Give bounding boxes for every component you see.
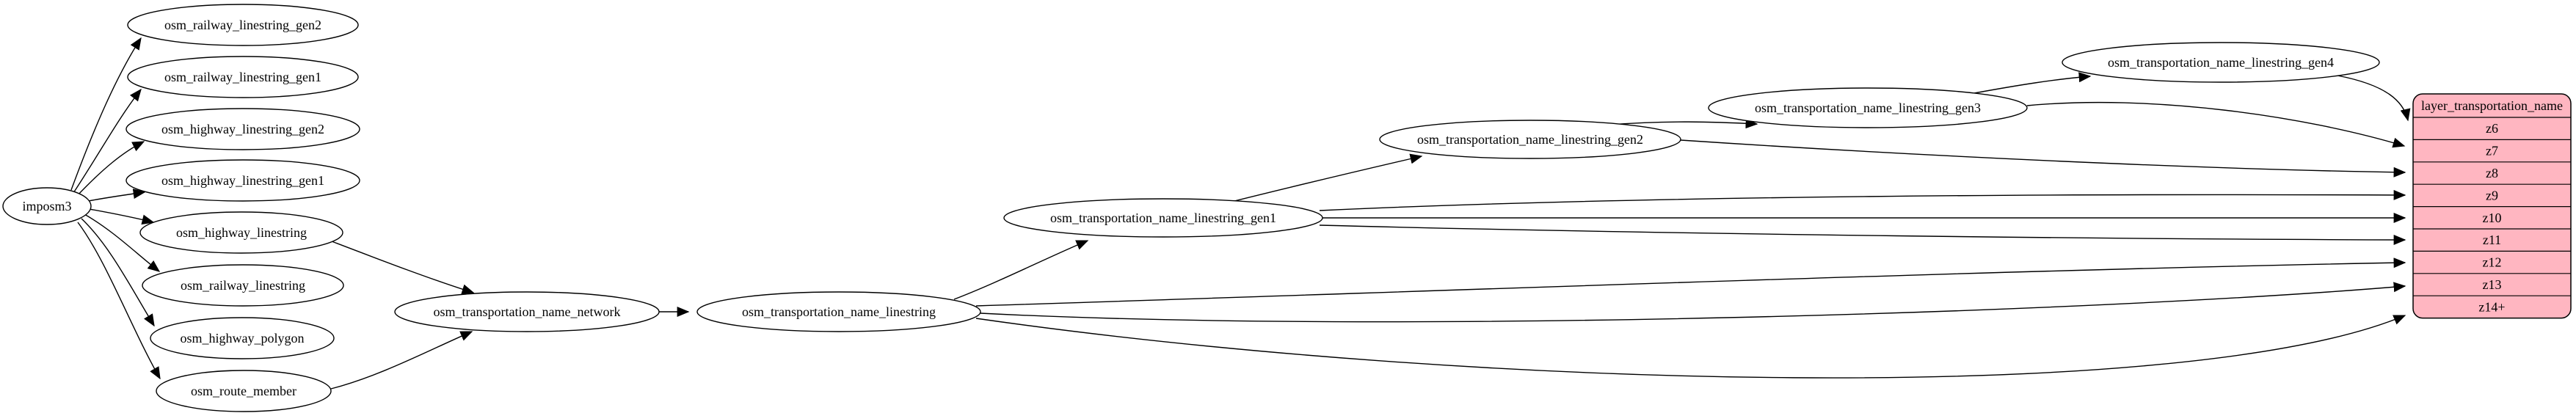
node-osm_railway_linestring-shape: [142, 264, 344, 307]
table-layer_transportation_name: layer_transportation_name z6 z7 z8 z9 z10 z11 z…: [2412, 93, 2572, 319]
node-osm_railway_linestring-label: osm_railway_linestring: [181, 278, 305, 293]
node-osm_transportation_name_linestring_gen4-shape: [2062, 42, 2380, 83]
edge-osm_transportation_name_linestring_gen1-to-z11: [1319, 224, 2406, 245]
node-osm_railway_linestring_gen1-shape: [127, 56, 359, 98]
node-osm_highway_polygon: osm_highway_polygon: [150, 317, 335, 359]
node-osm_route_member-label: osm_route_member: [191, 384, 296, 398]
node-osm_route_member-shape: [156, 370, 332, 412]
node-imposm3-shape: [2, 187, 92, 225]
node-osm_railway_linestring: osm_railway_linestring: [142, 264, 344, 307]
edge-osm_transportation_name_linestring_gen3-to-z7: [2026, 101, 2406, 148]
node-osm_highway_linestring-label: osm_highway_linestring: [176, 225, 307, 240]
edge-imposm3-to-osm_highway_linestring_gen2: [76, 141, 145, 197]
node-osm_highway_linestring-shape: [139, 211, 343, 254]
node-osm_transportation_name_linestring_gen1: osm_transportation_name_linestring_gen1: [1003, 198, 1323, 238]
table-layer_transportation_name-title: layer_transportation_name: [2421, 98, 2563, 113]
table-row-z6-label: z6: [2486, 121, 2498, 136]
node-osm_highway_linestring_gen1-label: osm_highway_linestring_gen1: [161, 173, 324, 188]
edge-imposm3-to-osm_route_member: [77, 222, 161, 380]
node-osm_transportation_name_linestring_gen1-shape: [1003, 198, 1323, 238]
edge-osm_transportation_name_linestring_gen3-to-osm_transportation_name_linestring_gen4: [1973, 72, 2092, 94]
edge-osm_route_member-to-osm_transportation_name_network: [330, 331, 473, 390]
node-osm_transportation_name_linestring_gen3: osm_transportation_name_linestring_gen3: [1708, 87, 2028, 128]
table-row-z9-label: z9: [2486, 188, 2498, 202]
node-osm_highway_linestring_gen2-shape: [125, 108, 360, 150]
node-osm_transportation_name_linestring_gen4: osm_transportation_name_linestring_gen4: [2062, 42, 2380, 83]
node-osm_highway_linestring_gen1-shape: [125, 159, 360, 202]
edge-osm_transportation_name_linestring_gen1-to-osm_transportation_name_linestring_gen2: [1225, 153, 1423, 204]
node-osm_highway_polygon-shape: [150, 317, 335, 359]
node-osm_transportation_name_linestring-shape: [696, 291, 981, 332]
node-osm_transportation_name_network-label: osm_transportation_name_network: [434, 304, 621, 319]
node-osm_railway_linestring_gen1: osm_railway_linestring_gen1: [127, 56, 359, 98]
table-row-z8-label: z8: [2486, 166, 2498, 180]
node-imposm3-label: imposm3: [22, 199, 71, 213]
edge-imposm3-to-osm_highway_polygon: [81, 218, 155, 327]
node-osm_transportation_name_linestring-label: osm_transportation_name_linestring: [742, 304, 936, 319]
node-osm_transportation_name_linestring_gen2-label: osm_transportation_name_linestring_gen2: [1417, 132, 1643, 147]
node-osm_highway_linestring_gen2: osm_highway_linestring_gen2: [125, 108, 360, 150]
table-row-z14+-label: z14+: [2478, 299, 2505, 314]
node-osm_highway_linestring: osm_highway_linestring: [139, 211, 343, 254]
node-osm_transportation_name_linestring_gen1-label: osm_transportation_name_linestring_gen1: [1050, 211, 1276, 225]
node-osm_railway_linestring_gen2: osm_railway_linestring_gen2: [127, 4, 359, 46]
node-osm_transportation_name_linestring_gen2-shape: [1379, 120, 1681, 159]
edge-imposm3-to-osm_railway_linestring_gen1: [73, 88, 142, 194]
edge-imposm3-to-osm_railway_linestring_gen2: [70, 37, 142, 191]
edge-osm_transportation_name_linestring-to-z12: [975, 257, 2406, 307]
node-osm_transportation_name_network: osm_transportation_name_network: [394, 291, 660, 332]
node-osm_transportation_name_linestring_gen2: osm_transportation_name_linestring_gen2: [1379, 120, 1681, 159]
edge-osm_transportation_name_linestring_gen1-to-z9: [1319, 189, 2406, 211]
node-osm_transportation_name_linestring_gen3-shape: [1708, 87, 2028, 128]
table-layer_transportation_name-outline: [2412, 93, 2572, 319]
table-row-z7-label: z7: [2486, 144, 2498, 158]
node-osm_transportation_name_linestring: osm_transportation_name_linestring: [696, 291, 981, 332]
edge-imposm3-to-osm_highway_linestring: [84, 208, 155, 225]
table-row-z12-label: z12: [2483, 255, 2502, 270]
edge-osm_transportation_name_linestring-to-z13: [980, 282, 2406, 323]
node-imposm3: imposm3: [2, 187, 92, 225]
edge-osm_highway_linestring-to-osm_transportation_name_network: [331, 241, 475, 295]
edge-osm_transportation_name_linestring_gen2-to-osm_transportation_name_linestring_gen3: [1610, 118, 1758, 129]
edge-osm_transportation_name_linestring_gen2-to-z8: [1680, 139, 2406, 178]
node-osm_highway_polygon-label: osm_highway_polygon: [181, 331, 305, 346]
node-osm_transportation_name_network-shape: [394, 291, 660, 332]
node-osm_transportation_name_linestring_gen3-label: osm_transportation_name_linestring_gen3: [1755, 100, 1981, 115]
node-osm_railway_linestring_gen2-shape: [127, 4, 359, 46]
table-row-z11-label: z11: [2483, 233, 2501, 247]
edge-imposm3-to-osm_railway_linestring: [84, 213, 161, 272]
node-osm_transportation_name_linestring_gen4-label: osm_transportation_name_linestring_gen4: [2108, 55, 2334, 70]
table-row-z13-label: z13: [2483, 277, 2502, 292]
node-osm_route_member: osm_route_member: [156, 370, 332, 412]
node-osm_highway_linestring_gen2-label: osm_highway_linestring_gen2: [161, 122, 324, 136]
edge-osm_transportation_name_linestring-to-z14+: [975, 315, 2406, 379]
table-row-z10-label: z10: [2483, 211, 2502, 225]
edge-osm_transportation_name_linestring_gen4-to-z6: [2337, 75, 2411, 122]
edge-osm_transportation_name_linestring-to-osm_transportation_name_linestring_gen1: [953, 240, 1089, 300]
node-osm_railway_linestring_gen1-label: osm_railway_linestring_gen1: [164, 70, 321, 84]
node-osm_highway_linestring_gen1: osm_highway_linestring_gen1: [125, 159, 360, 202]
node-osm_railway_linestring_gen2-label: osm_railway_linestring_gen2: [164, 18, 321, 32]
